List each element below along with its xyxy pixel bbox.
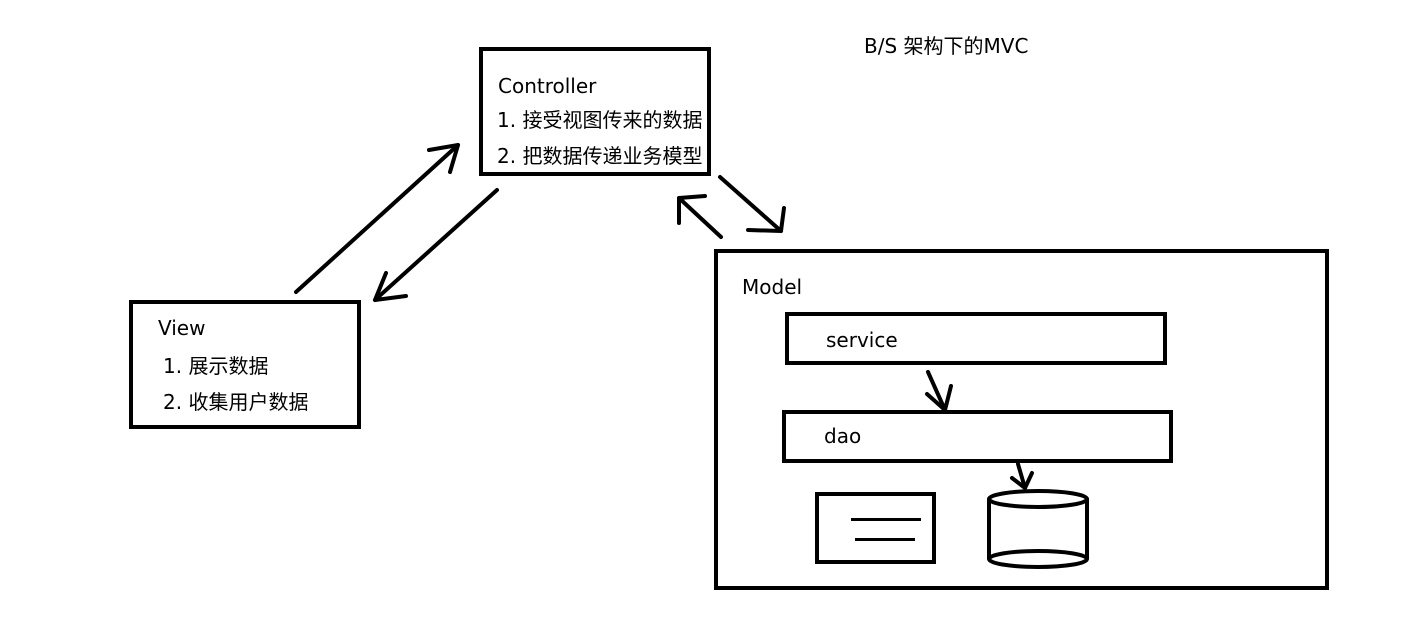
arrow-controller-to-model xyxy=(718,175,786,233)
controller-label: Controller xyxy=(498,74,597,98)
controller-item-1: 1. 接受视图传来的数据 xyxy=(497,110,703,130)
controller-box xyxy=(479,47,711,176)
document-line-1 xyxy=(851,518,921,521)
view-box xyxy=(129,300,361,429)
view-item-2: 2. 收集用户数据 xyxy=(163,390,309,414)
document-icon xyxy=(815,492,936,564)
document-line-2 xyxy=(855,538,915,541)
view-label: View xyxy=(158,316,206,340)
dao-box xyxy=(782,410,1173,463)
service-box xyxy=(785,312,1167,365)
arrow-view-to-controller xyxy=(294,143,460,294)
model-label: Model xyxy=(742,275,803,299)
arrow-controller-to-view xyxy=(373,188,499,302)
service-label: service xyxy=(826,328,898,352)
view-item-1: 1. 展示数据 xyxy=(163,354,269,378)
diagram-title: B/S 架构下的MVC xyxy=(864,34,1029,58)
dao-label: dao xyxy=(824,424,862,448)
arrow-model-to-controller xyxy=(677,194,723,239)
controller-item-2: 2. 把数据传递业务模型 xyxy=(497,146,703,166)
